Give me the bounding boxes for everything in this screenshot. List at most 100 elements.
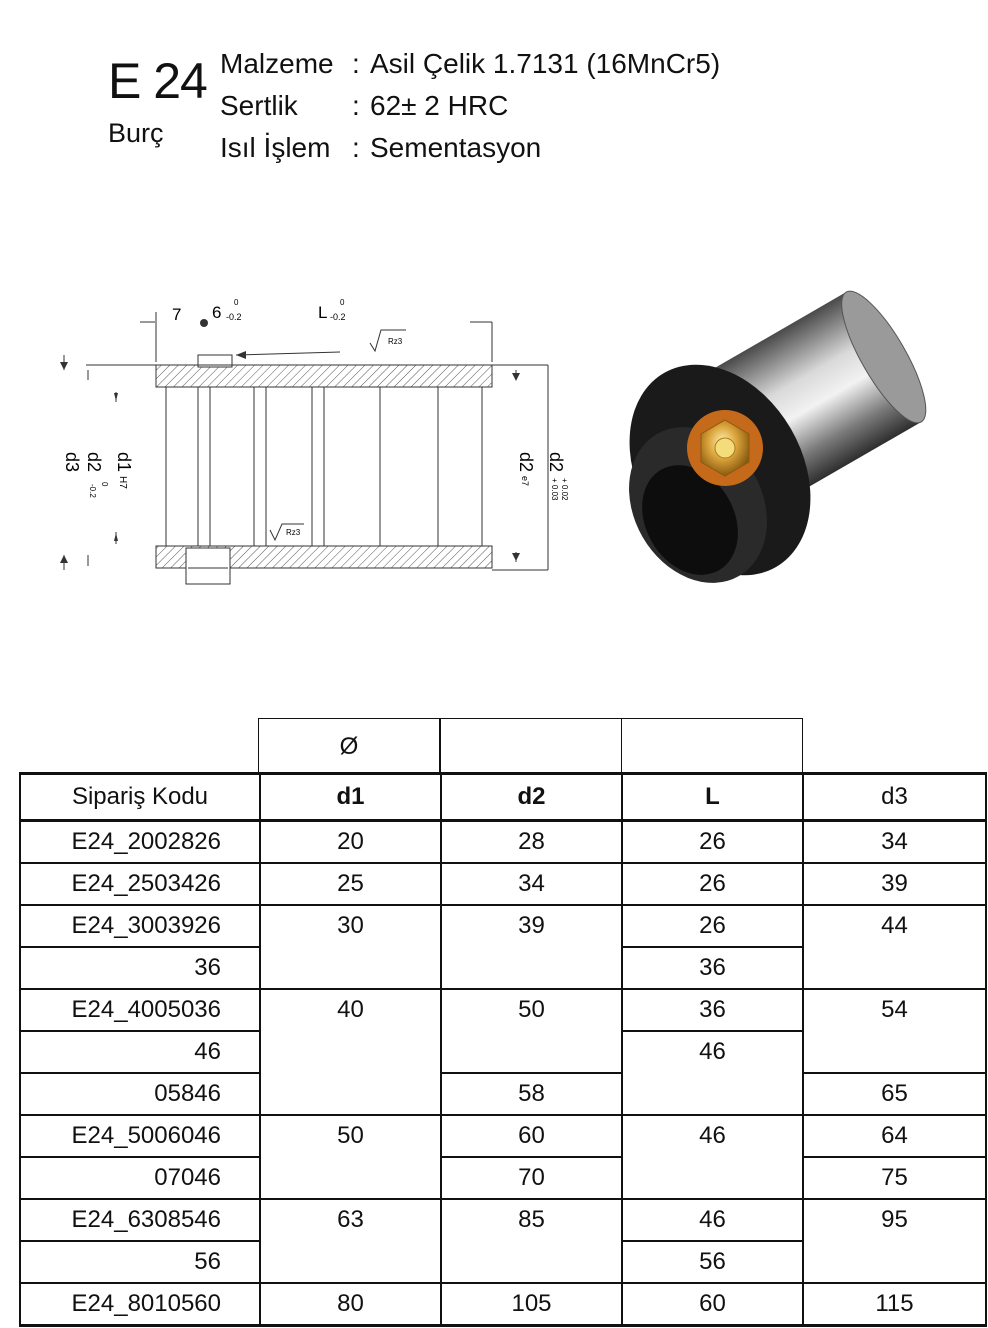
product-name: Burç xyxy=(108,118,164,148)
d2-cell: 105 xyxy=(440,1282,623,1327)
material-sep: : xyxy=(352,48,360,79)
table-row: E24_8010560 80 105 60 115 xyxy=(19,1282,987,1327)
header-d3: d3 xyxy=(802,772,987,822)
header-d1: d1 xyxy=(259,772,442,822)
order-code: E24_2503426 xyxy=(19,862,261,906)
d2-inner-label: d2 xyxy=(84,452,104,472)
dimension-lines xyxy=(63,312,549,571)
d1-cell: 63 xyxy=(259,1198,442,1284)
diameter-header-box: Ø xyxy=(258,718,440,772)
d2-cell: 28 xyxy=(440,819,623,864)
heat-treatment-sep: : xyxy=(352,132,360,163)
dim-7-label: 7 xyxy=(172,305,181,324)
d2-outer-label: d2 xyxy=(546,452,566,472)
L-cell: 36 xyxy=(621,946,804,990)
roughness-inner: Rz3 xyxy=(286,528,301,537)
L-cell: 36 xyxy=(621,988,804,1032)
order-code: 05846 xyxy=(19,1072,261,1116)
hardness-sep: : xyxy=(352,90,360,121)
bushing-photo xyxy=(629,290,927,583)
dim-6-tol-lower: -0.2 xyxy=(226,312,242,322)
order-code: 07046 xyxy=(19,1156,261,1200)
table-row: 05846 58 65 xyxy=(19,1072,987,1116)
d2-e7-label: d2 xyxy=(516,452,536,472)
table-row: 07046 70 75 xyxy=(19,1156,987,1200)
bushing-section xyxy=(155,354,493,585)
d1-cell: 20 xyxy=(259,819,442,864)
table-row: 46 46 xyxy=(19,1030,986,1116)
heat-treatment-label: Isıl İşlem xyxy=(220,132,331,163)
L-cell: 46 xyxy=(621,1114,804,1200)
dimension-arrows xyxy=(60,319,520,563)
d2-cell: 39 xyxy=(440,904,623,990)
table-row: E24_2002826 20 28 26 34 xyxy=(19,819,987,864)
d3-cell: 115 xyxy=(802,1282,987,1327)
order-code: E24_8010560 xyxy=(19,1282,261,1327)
d2-outer-tol-lower: + 0.03 xyxy=(550,478,559,501)
d1-tolerance: H7 xyxy=(117,476,128,489)
roughness-top: Rz3 xyxy=(388,337,403,346)
L-cell: 56 xyxy=(621,1240,804,1284)
technical-drawing: 7 6 0 -0.2 L 0 -0.2 Rz3 Rz3 d3 d2 0 -0.2… xyxy=(60,290,927,585)
table-row: E24_6308546 63 85 46 95 xyxy=(19,1198,987,1284)
d3-cell: 34 xyxy=(802,819,987,864)
hardness-value: 62± 2 HRC xyxy=(370,90,509,121)
heat-treatment-value: Sementasyon xyxy=(370,132,542,163)
material-value: Asil Çelik 1.7131 (16MnCr5) xyxy=(370,48,721,79)
table-header-row: Sipariş Kodu d1 d2 L d3 xyxy=(19,772,987,822)
order-code: 46 xyxy=(19,1030,261,1074)
d3-cell: 44 xyxy=(802,904,987,990)
material-label: Malzeme xyxy=(220,48,334,79)
L-cell: 26 xyxy=(621,862,804,906)
L-cell: 26 xyxy=(621,904,804,948)
order-code: E24_4005036 xyxy=(19,988,261,1032)
d2-e7-tolerance: e7 xyxy=(520,476,530,486)
hardness-label: Sertlik xyxy=(220,90,298,121)
table-row: 36 36 xyxy=(19,946,986,990)
order-code: 36 xyxy=(19,946,261,990)
d2-cell: 58 xyxy=(440,1072,623,1116)
diameter-symbol: Ø xyxy=(339,733,359,760)
d3-cell: 75 xyxy=(802,1156,987,1200)
d3-cell: 65 xyxy=(802,1072,987,1116)
dim-L-tol-upper: 0 xyxy=(340,298,345,307)
d2-cell: 60 xyxy=(440,1114,623,1158)
empty-header-box xyxy=(440,718,622,772)
header-order-code: Sipariş Kodu xyxy=(19,772,261,822)
L-cell: 60 xyxy=(621,1282,804,1327)
empty-header-box xyxy=(621,718,803,772)
d1-cell: 40 xyxy=(259,988,442,1116)
d2-outer-tol-upper: + 0.02 xyxy=(560,478,569,501)
d1-cell: 50 xyxy=(259,1114,442,1200)
spec-table: Sipariş Kodu d1 d2 L d3 E24_2002826 20 2… xyxy=(19,772,987,1327)
L-cell: 46 xyxy=(621,1030,804,1116)
product-code: E 24 xyxy=(108,53,208,109)
dim-L-label: L xyxy=(318,303,327,322)
header-d2: d2 xyxy=(440,772,623,822)
d3-cell: 64 xyxy=(802,1114,987,1158)
d2-cell: 34 xyxy=(440,862,623,906)
d3-label: d3 xyxy=(62,452,82,472)
dim-6-tol-upper: 0 xyxy=(234,298,239,307)
d3-cell: 39 xyxy=(802,862,987,906)
d1-cell: 30 xyxy=(259,904,442,990)
d3-cell: 95 xyxy=(802,1198,987,1284)
d1-label: d1 xyxy=(114,452,134,472)
table-row: E24_3003926 30 39 26 44 xyxy=(19,904,987,990)
d1-cell: 25 xyxy=(259,862,442,906)
table-row: 56 56 xyxy=(19,1240,986,1284)
dim-L-tol-lower: -0.2 xyxy=(330,312,346,322)
dim-6-label: 6 xyxy=(212,303,221,322)
d2-inner-tol-lower: -0.2 xyxy=(88,484,97,498)
d2-inner-tol-upper: 0 xyxy=(100,482,109,487)
table-row: E24_2503426 25 34 26 39 xyxy=(19,862,987,906)
order-code: E24_5006046 xyxy=(19,1114,261,1158)
order-code: E24_3003926 xyxy=(19,904,261,948)
order-code: 56 xyxy=(19,1240,261,1284)
d2-cell: 50 xyxy=(440,988,623,1074)
d3-cell: 54 xyxy=(802,988,987,1074)
order-code: E24_6308546 xyxy=(19,1198,261,1242)
d1-cell: 80 xyxy=(259,1282,442,1327)
d2-cell: 70 xyxy=(440,1156,623,1200)
header-L: L xyxy=(621,772,804,822)
